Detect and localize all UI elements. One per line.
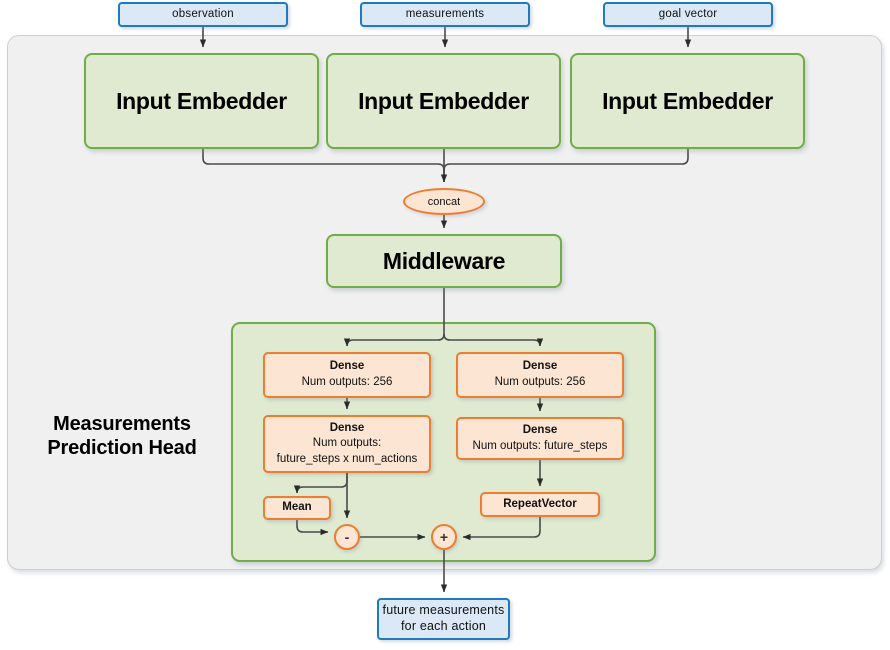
dense-right-1-title: Dense (522, 360, 558, 373)
repeat-vector-label: RepeatVector (503, 497, 577, 510)
dense-right-1-subtitle: Num outputs: 256 (494, 376, 586, 388)
dense-left-2-title: Dense (329, 421, 365, 434)
repeat-vector-block[interactable]: RepeatVector (480, 492, 600, 517)
mean-label: Mean (282, 501, 312, 514)
input-box-observation[interactable]: observation (118, 2, 288, 27)
dense-left-1[interactable]: Dense Num outputs: 256 (263, 352, 431, 398)
input-embedder-3-label: Input Embedder (602, 87, 773, 114)
dense-left-1-title: Dense (329, 360, 365, 373)
head-title-line2: Prediction Head (47, 437, 197, 459)
measurements-prediction-head-title: Measurements Prediction Head (22, 406, 222, 466)
subtract-operator-label: - (344, 529, 350, 545)
mean-block[interactable]: Mean (263, 496, 331, 520)
concat-node[interactable]: concat (403, 188, 485, 215)
middleware-block[interactable]: Middleware (326, 234, 562, 288)
input-box-goal-vector-label: goal vector (658, 8, 718, 21)
head-title-line1: Measurements (53, 412, 191, 435)
dense-left-2-subtitle-line1: Num outputs: (312, 437, 382, 450)
output-box-future-measurements[interactable]: future measurements for each action (377, 598, 510, 640)
dense-left-1-subtitle: Num outputs: 256 (301, 376, 393, 388)
output-box-line1: future measurements (382, 603, 505, 618)
input-embedder-1[interactable]: Input Embedder (84, 53, 319, 149)
add-operator[interactable]: + (431, 524, 457, 550)
dense-right-2[interactable]: Dense Num outputs: future_steps (456, 417, 624, 460)
input-box-measurements[interactable]: measurements (360, 2, 530, 27)
output-box-line2: for each action (401, 619, 486, 633)
dense-right-1[interactable]: Dense Num outputs: 256 (456, 352, 624, 398)
input-embedder-1-label: Input Embedder (116, 87, 287, 114)
concat-label: concat (427, 195, 461, 208)
middleware-label: Middleware (382, 247, 506, 274)
input-embedder-2-label: Input Embedder (358, 87, 529, 114)
subtract-operator[interactable]: - (334, 524, 360, 550)
input-embedder-3[interactable]: Input Embedder (570, 53, 805, 149)
dense-right-2-subtitle: Num outputs: future_steps (472, 439, 608, 452)
input-embedder-2[interactable]: Input Embedder (326, 53, 561, 149)
dense-right-2-title: Dense (522, 423, 558, 436)
add-operator-label: + (439, 529, 449, 545)
input-box-measurements-label: measurements (405, 8, 485, 21)
dense-left-2[interactable]: Dense Num outputs: future_steps x num_ac… (263, 415, 431, 473)
input-box-goal-vector[interactable]: goal vector (603, 2, 773, 27)
input-box-observation-label: observation (172, 8, 234, 21)
dense-left-2-subtitle-line2: future_steps x num_actions (276, 452, 418, 465)
